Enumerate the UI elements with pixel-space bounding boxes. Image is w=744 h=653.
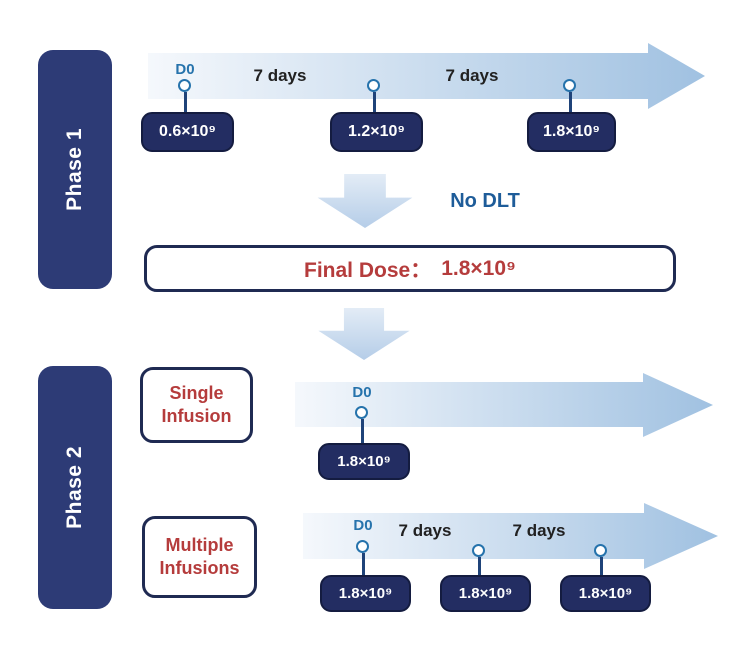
down-arrow-icon xyxy=(318,308,410,360)
phase2-interval-label: 7 days xyxy=(398,521,452,540)
timeline-marker-circle xyxy=(355,406,368,419)
timeline-marker-circle xyxy=(367,79,380,92)
marker-stem xyxy=(568,92,572,114)
final-dose-label: Final Dose： xyxy=(304,258,432,282)
dose-pill: 0.6×10⁹ xyxy=(141,112,234,152)
dose-pill: 1.8×10⁹ xyxy=(527,112,616,152)
timeline-marker-circle xyxy=(356,540,369,553)
timeline-marker-circle xyxy=(178,79,191,92)
dose-pill: 1.8×10⁹ xyxy=(320,575,411,612)
single-infusion-title-line: Infusion xyxy=(161,406,232,426)
dose-pill: 1.8×10⁹ xyxy=(318,443,410,480)
marker-stem xyxy=(477,557,481,575)
phase2-interval-label: 7 days xyxy=(512,521,566,540)
timeline-marker-circle xyxy=(594,544,607,557)
phase1-timeline-arrow-icon xyxy=(148,43,705,109)
phase1-label: Phase 1 xyxy=(63,128,86,211)
timeline-marker-circle xyxy=(472,544,485,557)
dose-pill: 1.2×10⁹ xyxy=(330,112,423,152)
phase2-multiple-d0-label: D0 xyxy=(353,517,373,534)
phase1-sidebar: Phase 1 xyxy=(38,50,112,289)
multiple-infusions-timeline-arrow-icon xyxy=(303,503,718,569)
phase2-sidebar: Phase 2 xyxy=(38,366,112,609)
single-infusion-timeline-arrow-icon xyxy=(295,373,713,437)
phase1-interval-label: 7 days xyxy=(445,66,499,85)
multiple-infusions-box: Multiple Infusions xyxy=(142,516,257,598)
multiple-infusions-title-line: Multiple xyxy=(165,534,234,555)
phase2-single-d0-label: D0 xyxy=(352,384,372,401)
single-infusion-title-line: Single xyxy=(169,382,224,403)
down-arrow-icon xyxy=(317,174,413,228)
marker-stem xyxy=(372,92,376,114)
no-dlt-label: No DLT xyxy=(450,190,520,212)
phase1-d0-label: D0 xyxy=(175,61,195,78)
dose-pill: 1.8×10⁹ xyxy=(560,575,651,612)
phase2-label: Phase 2 xyxy=(63,446,86,529)
multiple-infusions-title-line: Infusions xyxy=(159,558,240,578)
marker-stem xyxy=(183,92,187,114)
marker-stem xyxy=(361,553,365,575)
final-dose-value: 1.8×10⁹ xyxy=(441,256,516,280)
final-dose-box: Final Dose： 1.8×10⁹ xyxy=(144,245,676,292)
marker-stem xyxy=(360,419,364,444)
single-infusion-box: Single Infusion xyxy=(140,367,253,443)
marker-stem xyxy=(599,557,603,575)
dose-pill: 1.8×10⁹ xyxy=(440,575,531,612)
phase1-interval-label: 7 days xyxy=(253,66,307,85)
timeline-marker-circle xyxy=(563,79,576,92)
